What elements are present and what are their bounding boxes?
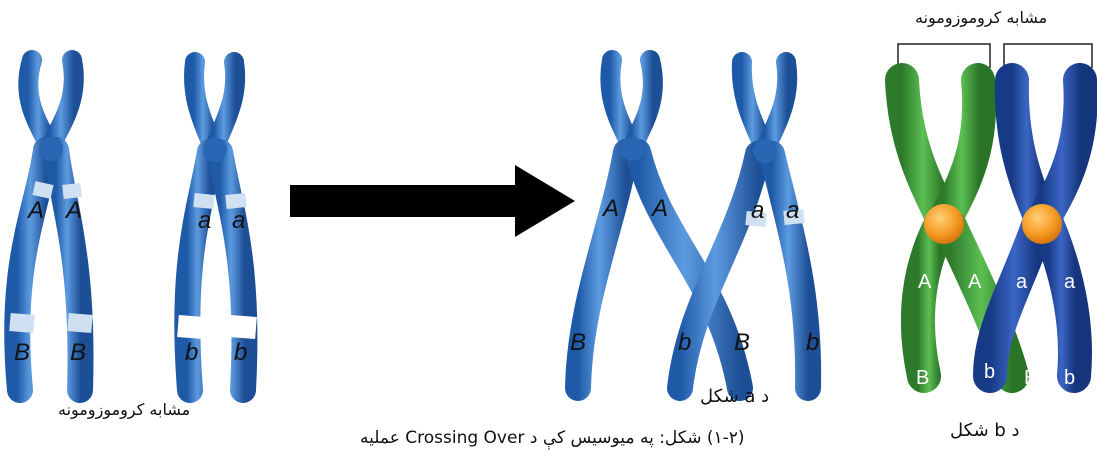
allele-b-cross-2: b (806, 329, 819, 356)
allele-B-1: B (14, 339, 30, 366)
centromere-green (924, 204, 964, 244)
allele-a-cross-1: a (751, 197, 764, 224)
label-homologs-bottom: مشابه کروموزومونه (58, 400, 191, 419)
allele-A-cross-1: A (601, 195, 619, 222)
allele-a-1: a (198, 207, 211, 234)
process-arrow (290, 165, 575, 237)
allele-b-navy-2: b (1064, 367, 1075, 389)
allele-a-2: a (232, 207, 245, 234)
allele-a-navy-1: a (1016, 271, 1028, 293)
chromosome-crossing-2 (667, 52, 822, 401)
allele-A-1: A (26, 197, 44, 224)
allele-b-2: b (234, 339, 247, 366)
allele-b-navy-1: b (984, 361, 995, 383)
label-figure-b: د b شکل (950, 420, 1020, 441)
allele-B-cross-1: B (570, 329, 586, 356)
bracket-homologs (897, 43, 1093, 68)
allele-b-1: b (185, 339, 198, 366)
centromere-navy (1022, 204, 1062, 244)
allele-A-2: A (64, 197, 82, 224)
allele-B-2: B (70, 339, 86, 366)
label-figure-a: د a شکل (700, 386, 770, 407)
chromosome-crossing-1 (565, 50, 753, 401)
allele-B-cross-2: B (734, 329, 750, 356)
allele-b-cross-1: b (678, 329, 691, 356)
chromosome-left-2 (174, 52, 258, 403)
chromosome-left-1 (4, 50, 94, 403)
allele-a-navy-2: a (1064, 271, 1076, 293)
allele-A-green-1: A (918, 271, 932, 293)
figure-caption: (۱-۲) شکل: په میوسیس کې د Crossing Over … (360, 428, 745, 448)
label-homologs-top: مشابه کروموزومونه (915, 8, 1048, 27)
allele-A-cross-2: A (650, 195, 668, 222)
allele-A-green-2: A (968, 271, 982, 293)
allele-B-green-1: B (916, 367, 929, 389)
allele-B-green-2: B (1024, 367, 1037, 389)
allele-a-cross-2: a (786, 197, 799, 224)
